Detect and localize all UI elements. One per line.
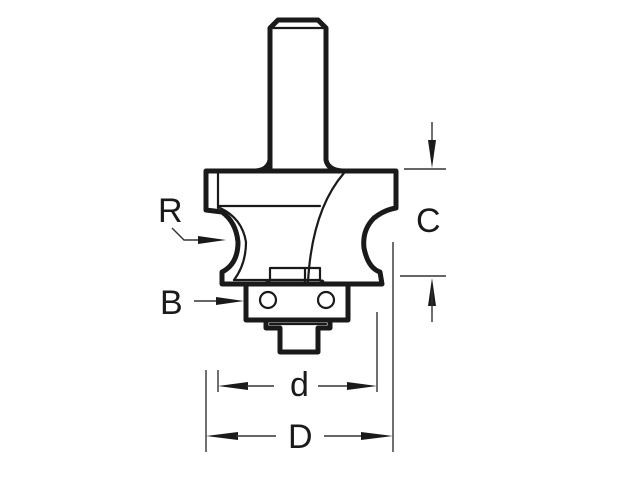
dimension-d: d (218, 366, 377, 404)
extension-lines (205, 242, 394, 452)
dimension-R: R (158, 192, 226, 244)
dimension-B: B (160, 284, 244, 322)
bearing (243, 266, 351, 355)
label-D: D (288, 418, 313, 456)
label-R: R (158, 192, 183, 230)
label-d: d (290, 366, 309, 404)
bearing-hole-right (316, 290, 336, 310)
bearing-hole-left (258, 290, 278, 310)
dimension-C: C (400, 122, 446, 322)
dimension-D: D (206, 418, 393, 456)
label-C: C (416, 202, 441, 240)
label-B: B (160, 284, 183, 322)
shank (253, 17, 345, 174)
